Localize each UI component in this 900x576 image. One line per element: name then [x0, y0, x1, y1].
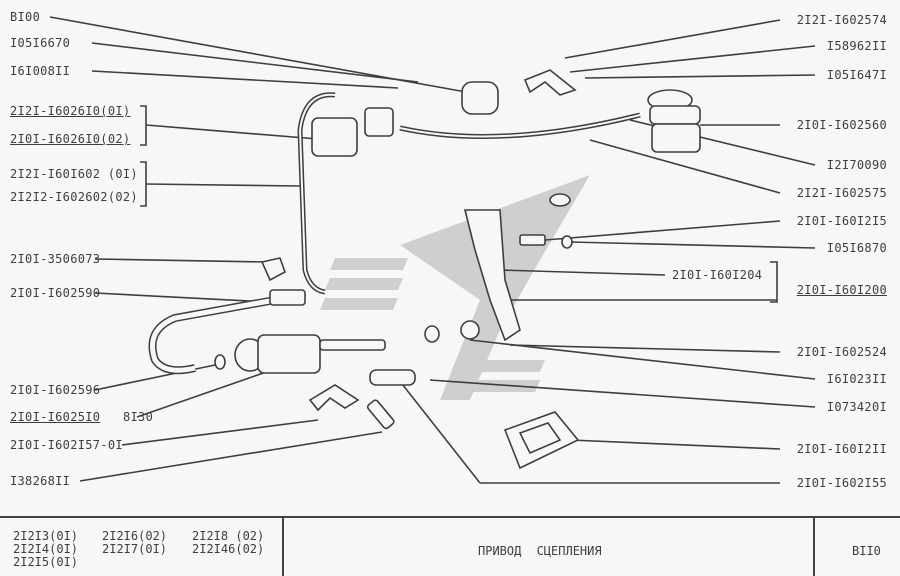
- part-label: 2I2I2-I602602(02): [10, 190, 138, 204]
- model-code: 2I2I7(0I): [102, 542, 168, 556]
- clutch-parts: [148, 69, 701, 470]
- drawing-code: BII0: [852, 544, 881, 558]
- part-label: I38268II: [10, 474, 71, 488]
- model-code: 2I2I46(02): [192, 542, 265, 556]
- part-label: I2I70090: [826, 158, 887, 172]
- part-label: 2I0I-I602590: [10, 286, 101, 300]
- model-code: 2I2I8 (02): [192, 529, 265, 543]
- watermark-logo: [320, 175, 590, 400]
- part-label: 2I0I-I60I2II: [796, 442, 887, 456]
- part-label: 2I0I-I602524: [796, 345, 887, 359]
- model-code: 2I2I5(0I): [13, 555, 79, 569]
- part-label: 2I0I-I602I57-0I: [10, 438, 123, 452]
- part-label: 2I2I-I6026I0(0I): [10, 104, 131, 118]
- part-label: 2I0I-3506073: [10, 252, 101, 266]
- part-label: 2I0I-I602560: [796, 118, 887, 132]
- leader-lines: [49, 16, 816, 484]
- part-label: 2I0I-I6025I0: [10, 410, 101, 424]
- part-label: 2I2I-I602575: [796, 186, 887, 200]
- title-block-frame: [0, 516, 900, 576]
- part-label: I6I023II: [826, 372, 887, 386]
- part-label: I05I6870: [826, 241, 887, 255]
- part-label: BI00: [10, 10, 41, 24]
- part-label: 2I2I-I602574: [796, 13, 887, 27]
- part-label: 2I0I-I60I200: [796, 283, 887, 297]
- part-label: I58962II: [826, 39, 887, 53]
- part-label: I6I008II: [10, 64, 71, 78]
- part-label: 2I0I-I602596: [10, 383, 101, 397]
- part-label: 2I0I-I60I2I5: [796, 214, 887, 228]
- part-label: I05I647I: [826, 68, 887, 82]
- part-label: 2I0I-I602I55: [796, 476, 887, 490]
- part-label: I073420I: [826, 400, 887, 414]
- model-code: 2I2I6(02): [102, 529, 168, 543]
- model-code: 2I2I3(0I): [13, 529, 79, 543]
- part-label: 8I30: [123, 410, 154, 424]
- part-label: I05I6670: [10, 36, 71, 50]
- part-label: 2I0I-I6026I0(02): [10, 132, 131, 146]
- part-label: 2I0I-I60I204: [672, 268, 763, 282]
- part-label: 2I2I-I60I602 (0I): [10, 167, 138, 181]
- model-code: 2I2I4(0I): [13, 542, 79, 556]
- drawing-title: ПРИВОД СЦЕПЛЕНИЯ: [478, 544, 602, 558]
